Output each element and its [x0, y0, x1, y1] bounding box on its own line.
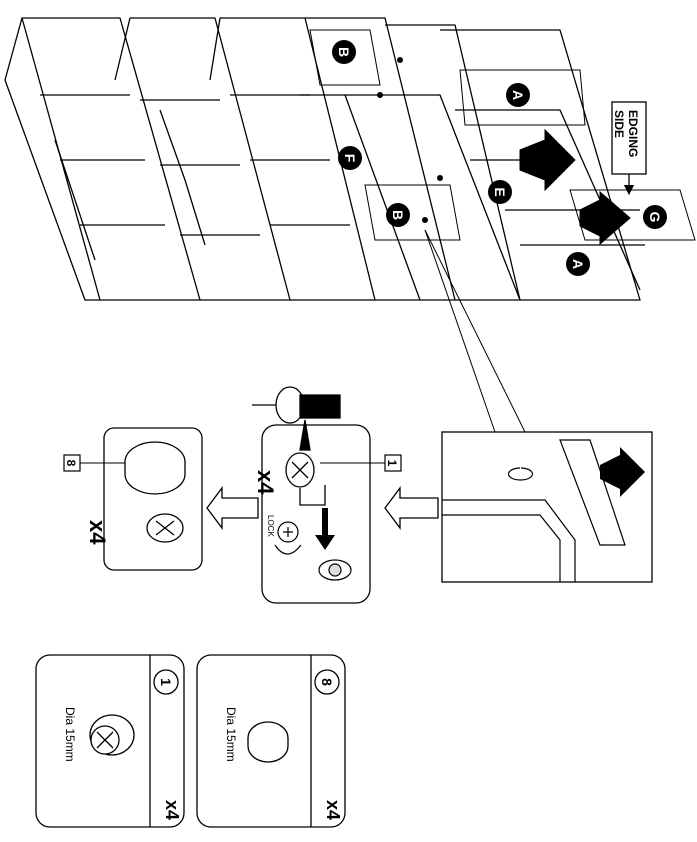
flow-arrow-step-to-cap [206, 486, 259, 530]
zoom-leader-lines [424, 229, 526, 433]
part-card-cam-size: Dia 15mm [63, 707, 77, 762]
flow-arrows [206, 486, 439, 530]
panel-a-label-2: A [570, 259, 586, 269]
part-card-cam-number: 1 [158, 678, 174, 686]
cam-in-hole-icon [318, 559, 352, 581]
edging-label-line1: EDGING [626, 110, 640, 157]
cam-lock-step-box: 1 x4 LOCK [252, 386, 402, 604]
part-card-cam: 1 Dia 15mm x4 [35, 654, 185, 828]
cam-insert-arrow [315, 508, 335, 550]
panel-a-badge-top: A [506, 83, 530, 107]
cover-cap-icon [124, 441, 186, 495]
cam-count-label: x4 [253, 470, 278, 495]
panel-g-label: G [647, 212, 663, 223]
screw-head-icon [146, 513, 184, 543]
edging-side-callout: EDGING SIDE [611, 101, 647, 196]
lock-label: LOCK [266, 515, 275, 537]
lock-rotation-icon [274, 521, 302, 555]
panel-b-label-2: B [390, 210, 406, 220]
panel-b-badge-top: B [332, 40, 356, 64]
cover-cap-part-icon [247, 721, 289, 763]
panel-b-badge-bottom: B [386, 203, 410, 227]
cam-part-number: 1 [385, 460, 399, 467]
detail-insert-arrow [600, 447, 645, 497]
insert-arrow-2 [579, 190, 631, 246]
part-card-cap-number: 8 [319, 678, 335, 686]
panel-letter-badges: B A F E B G A [332, 40, 667, 276]
panel-e-badge: E [488, 180, 512, 204]
part-card-cam-qty: x4 [162, 800, 182, 820]
cam-part-number-tag: 1 [320, 454, 402, 472]
panel-f-badge: F [338, 146, 362, 170]
panel-f-label: F [342, 154, 358, 163]
cam-lock-part-icon [89, 714, 135, 756]
cap-part-number: 8 [64, 460, 78, 467]
cap-part-number-tag: 8 [63, 454, 125, 472]
part-card-cap-size: Dia 15mm [224, 707, 238, 762]
flow-arrow-detail-to-step [384, 486, 439, 530]
panel-b-label: B [336, 47, 352, 57]
cover-cap-step-box: 8 x4 [63, 427, 203, 571]
parts-list: 1 Dia 15mm x4 8 Dia 15mm x4 [35, 654, 346, 828]
screwdriver-icon [252, 386, 341, 451]
panel-e-label: E [492, 187, 508, 196]
edging-label-line2: SIDE [612, 110, 626, 138]
panel-a-badge-bottom: A [566, 252, 590, 276]
part-card-cap: 8 Dia 15mm x4 [196, 654, 346, 828]
cap-count-label: x4 [85, 520, 110, 545]
insert-direction-arrows [519, 128, 631, 246]
detail-zoom-box [441, 431, 653, 583]
panel-a-label: A [510, 90, 526, 100]
cam-lock-icon [285, 452, 326, 506]
part-card-cap-qty: x4 [323, 800, 343, 820]
hardware-dots [377, 57, 443, 223]
insert-arrow-1 [519, 128, 576, 192]
panel-g-badge: G [643, 205, 667, 229]
panel-shading [309, 29, 696, 241]
